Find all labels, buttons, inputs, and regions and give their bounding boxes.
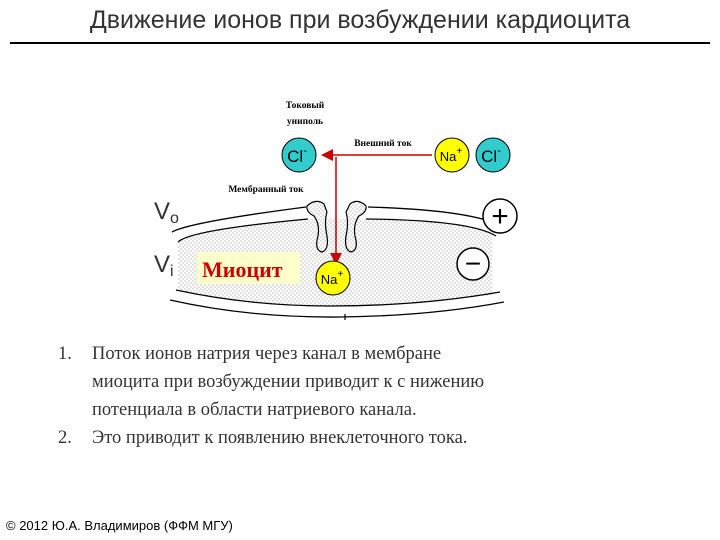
- membrane-inner-line-right: [365, 218, 497, 237]
- sodium-ion-top: Na+: [434, 137, 470, 173]
- membrane-current-label: Мембранный ток: [228, 184, 304, 195]
- list-item: 1. Поток ионов натрия через канал в мемб…: [58, 340, 678, 424]
- outer-potential-label: Vo: [154, 198, 179, 227]
- list-item-line: Это приводит к появлению внеклеточного т…: [92, 428, 468, 448]
- list-item-line: потенциала в области натриевого канала.: [92, 400, 417, 420]
- list-item-number: 2.: [58, 428, 72, 448]
- svg-text:Na+: Na+: [321, 269, 344, 287]
- dipole-label-line2: униполь: [287, 117, 323, 127]
- svg-text:−: −: [465, 248, 481, 279]
- membrane-outer-line: [171, 206, 307, 233]
- negative-charge-icon: −: [456, 247, 490, 281]
- svg-text:Cl-: Cl-: [287, 145, 307, 166]
- external-current-label: Внешний ток: [354, 138, 412, 149]
- membrane-inner-line: [177, 218, 309, 243]
- lower-membrane-inner: [175, 289, 501, 307]
- copyright-footer: © 2012 Ю.А. Владимиров (ФФМ МГУ): [6, 518, 233, 533]
- positive-charge-icon: +: [482, 198, 518, 234]
- list-item-line: Поток ионов натрия через канал в мембран…: [92, 344, 442, 364]
- title-divider: [10, 42, 710, 44]
- svg-text:+: +: [491, 200, 509, 233]
- cell-label: Миоцит: [202, 257, 283, 282]
- cell-label-background: [197, 252, 300, 284]
- chloride-ion-right: Cl-: [475, 137, 511, 173]
- inner-potential-label: Vi: [154, 251, 174, 280]
- svg-text:Na+: Na+: [440, 146, 463, 164]
- list-item: 2. Это приводит к появлению внеклеточног…: [58, 424, 678, 452]
- sodium-ion-bottom: Na+: [315, 260, 351, 296]
- ion-movement-diagram: Токовый униполь Внешний ток Мембранный т…: [154, 100, 518, 320]
- svg-text:Cl-: Cl-: [481, 145, 501, 166]
- sodium-channel-right-subunit: [344, 200, 367, 253]
- list-item-line: миоцита при возбуждении приводит к с ниж…: [92, 372, 485, 392]
- explanation-list: 1. Поток ионов натрия через канал в мемб…: [58, 340, 678, 452]
- slide-title: Движение ионов при возбуждении кардиоцит…: [89, 6, 631, 34]
- list-item-number: 1.: [58, 344, 72, 364]
- chloride-ion-left: Cl-: [281, 137, 317, 173]
- dipole-label-line1: Токовый: [286, 100, 325, 111]
- sodium-channel-left-subunit: [306, 200, 329, 253]
- lower-membrane-outer: [169, 299, 505, 318]
